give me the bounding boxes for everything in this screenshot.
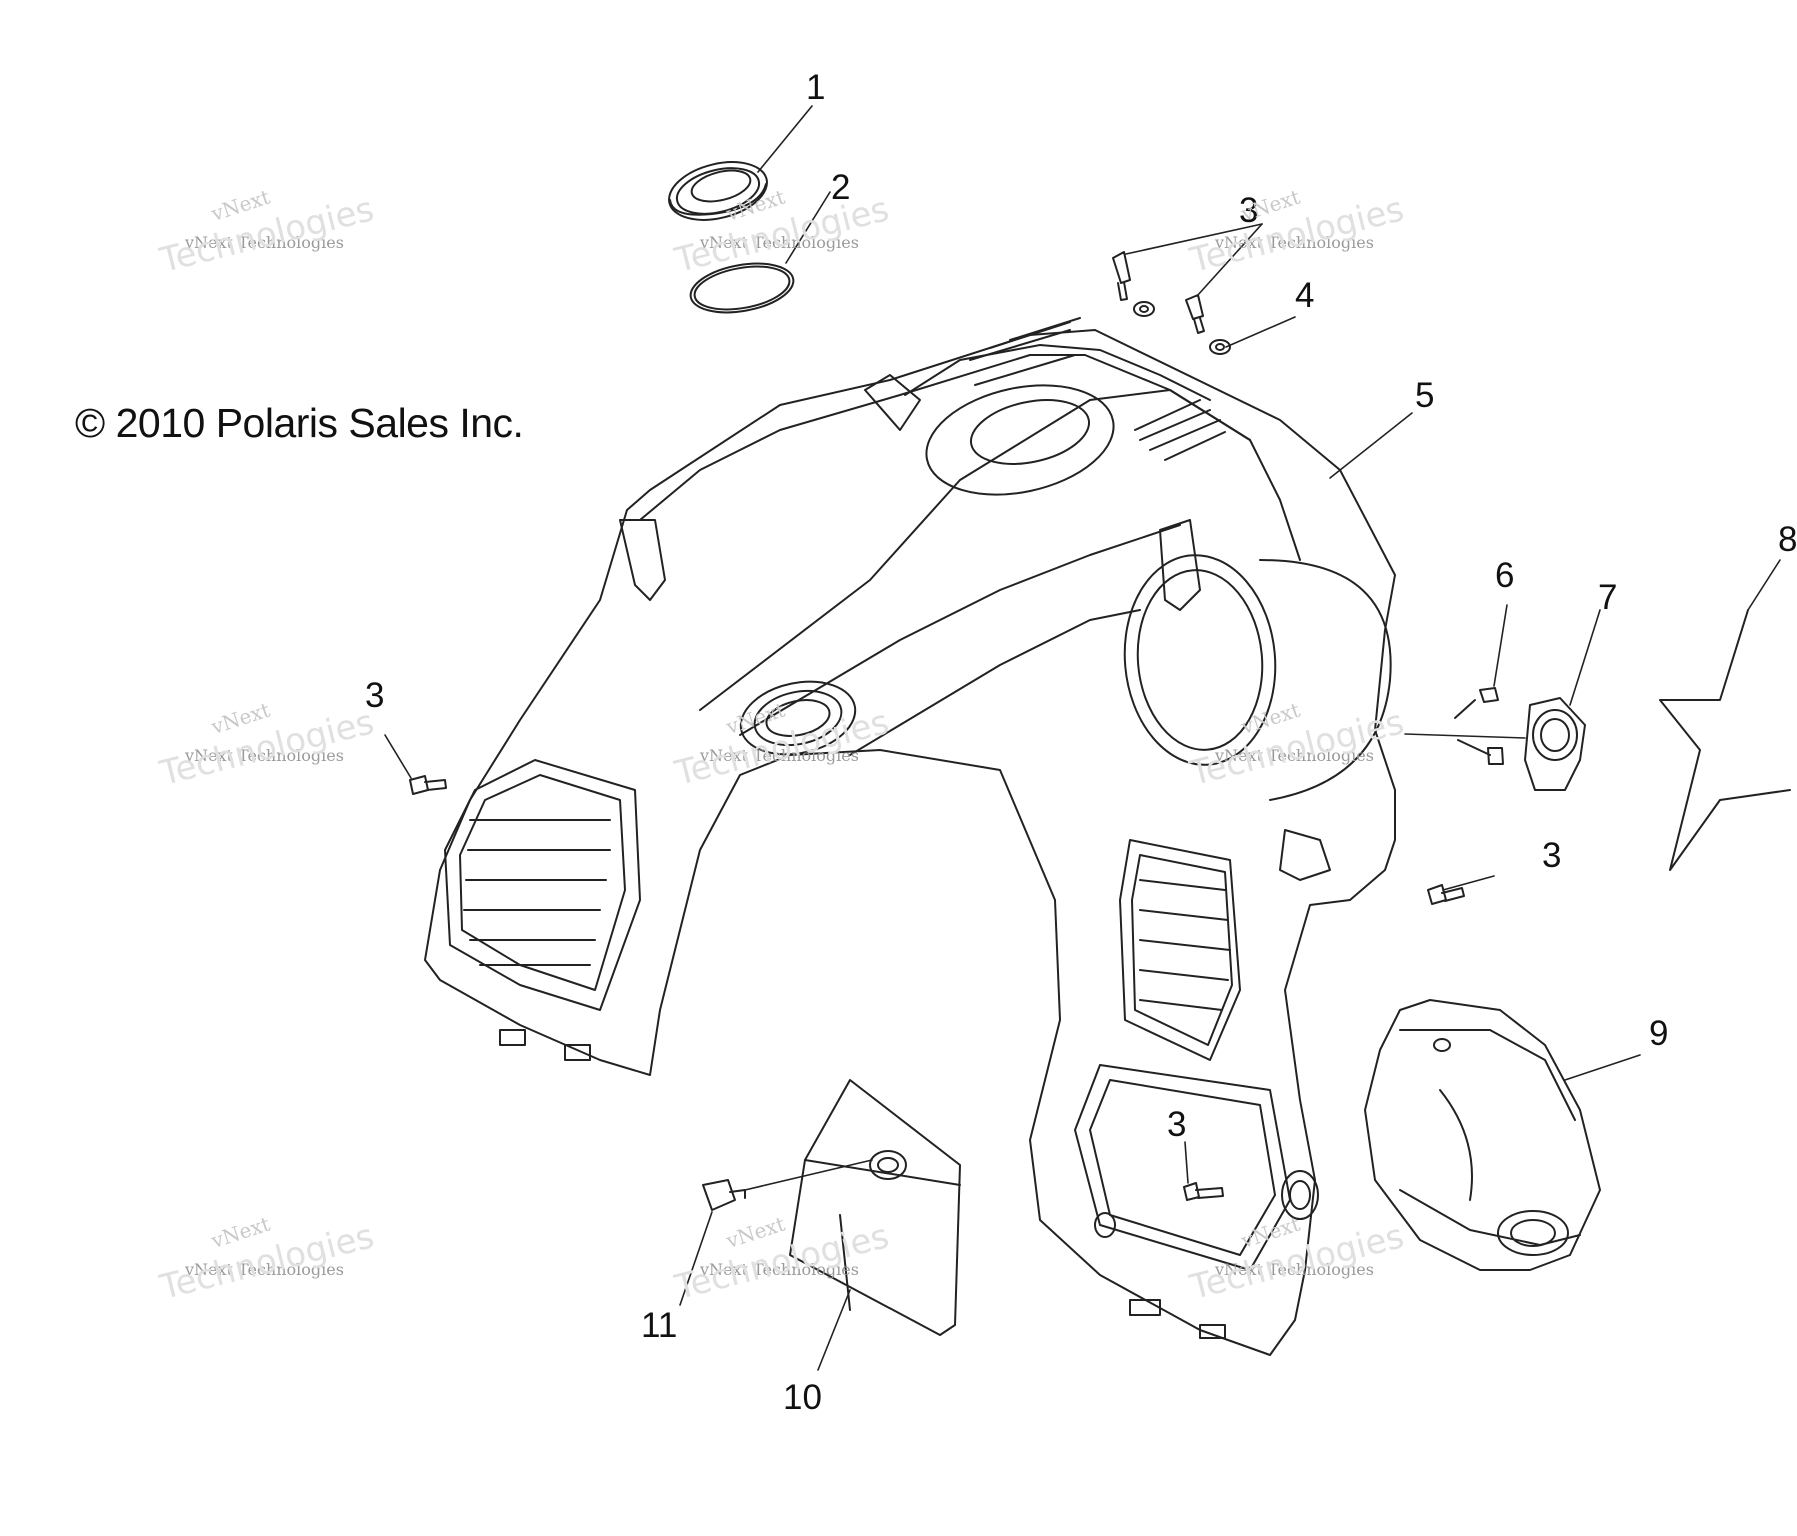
callout-3: 3 [365, 676, 385, 715]
part-7-bracket [1524, 697, 1586, 791]
part-6-rivets [1454, 687, 1504, 765]
callout-4: 4 [1295, 276, 1315, 315]
callout-3: 3 [1542, 836, 1562, 875]
watermark-vnext-technologies: vNext Technologies [1215, 1260, 1374, 1279]
callout-2: 2 [831, 168, 851, 207]
watermark-vnext-technologies: vNext Technologies [185, 233, 344, 252]
watermark-vnext-technologies: vNext Technologies [700, 746, 859, 765]
copyright-text: © 2010 Polaris Sales Inc. [75, 400, 524, 446]
callout-9: 9 [1649, 1014, 1669, 1053]
part-11-knob-fastener [702, 1179, 746, 1211]
watermark-vnext-technologies: vNext Technologies [1215, 746, 1374, 765]
part-3-screws-top [1112, 251, 1205, 334]
callout-3: 3 [1239, 191, 1259, 230]
callout-8: 8 [1778, 520, 1797, 559]
callout-7: 7 [1598, 578, 1618, 617]
part-3-screw-right [1427, 884, 1465, 905]
part-5-hood-panel [424, 317, 1396, 1356]
watermark-vnext-technologies: vNext Technologies [700, 233, 859, 252]
part-4-washers [1133, 301, 1231, 355]
callout-3: 3 [1167, 1105, 1187, 1144]
part-3-screw-left [409, 775, 447, 795]
part-8-windshield [1659, 609, 1791, 871]
part-1-cap-ring [668, 161, 768, 221]
part-10-cover-panel [789, 1079, 961, 1336]
watermark-vnext-technologies: vNext Technologies [185, 746, 344, 765]
callout-6: 6 [1495, 556, 1515, 595]
part-2-o-ring [689, 262, 795, 314]
watermark-vnext-technologies: vNext Technologies [185, 1260, 344, 1279]
callout-10: 10 [783, 1378, 822, 1417]
callout-5: 5 [1415, 376, 1435, 415]
leader-lines [384, 105, 1781, 1371]
callout-1: 1 [806, 68, 826, 107]
part-3-screw-bottom [1183, 1182, 1224, 1201]
watermark-vnext-technologies: vNext Technologies [1215, 233, 1374, 252]
part-9-side-pod [1364, 999, 1601, 1271]
watermark-vnext-technologies: vNext Technologies [700, 1260, 859, 1279]
callout-11: 11 [641, 1306, 678, 1345]
